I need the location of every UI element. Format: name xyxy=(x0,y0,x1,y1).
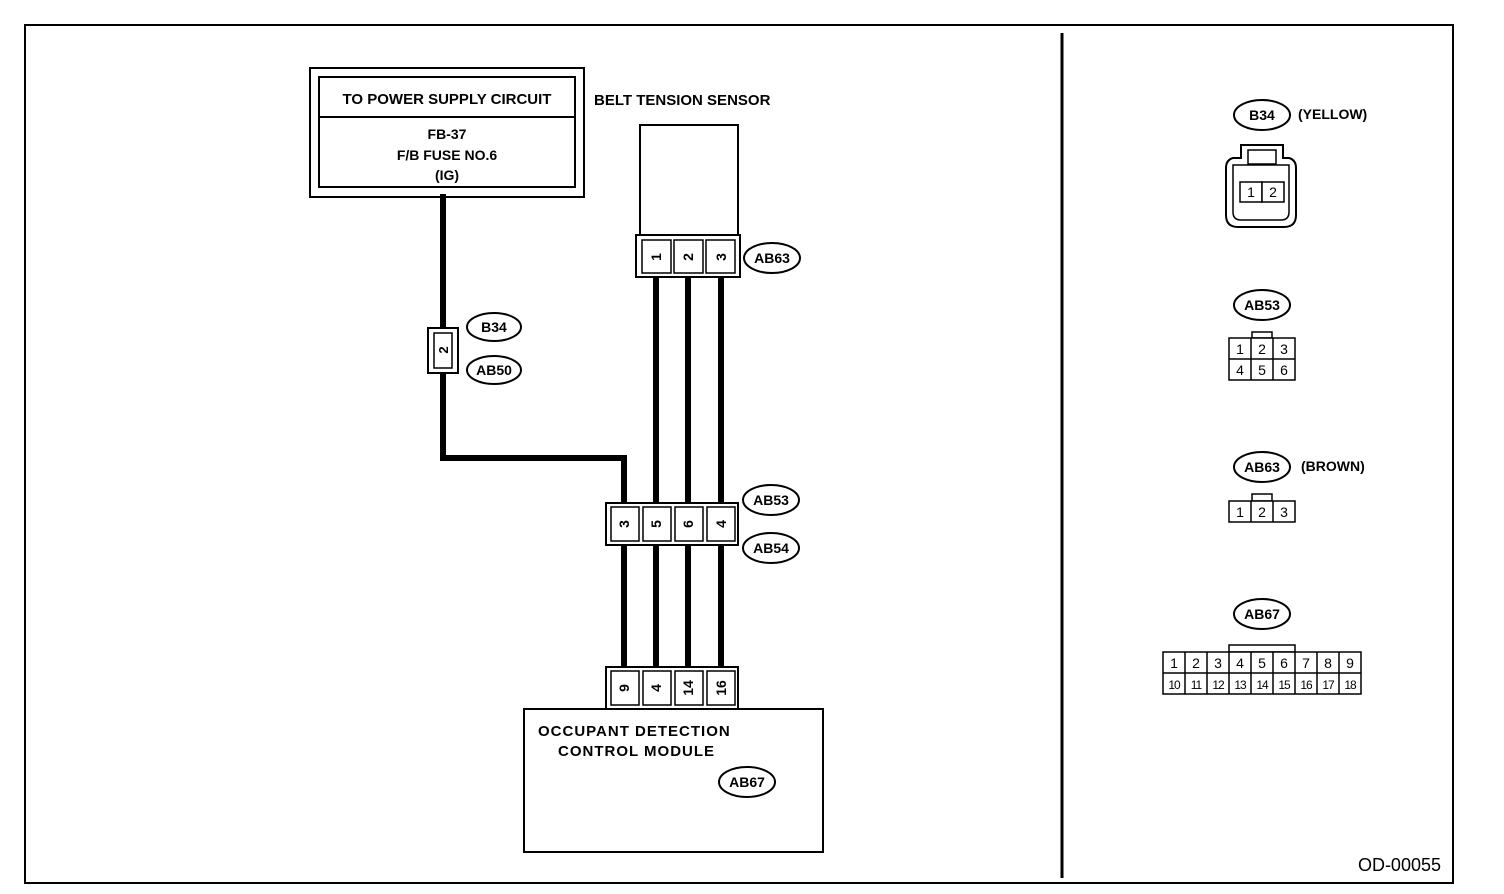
view-b34-name: B34 xyxy=(1249,107,1275,123)
view-ab67-top-row: 1 2 3 4 5 6 7 8 9 xyxy=(1170,655,1354,671)
view-ab67-grid-lines xyxy=(1184,652,1340,694)
wires xyxy=(440,194,724,670)
view-ab53-pin-5: 5 xyxy=(1258,362,1266,378)
view-ab67-pin-15: 15 xyxy=(1278,678,1291,692)
connector-view-ab63: AB63 (BROWN) 1 2 3 xyxy=(1228,451,1365,523)
power-supply-line1: FB-37 xyxy=(428,126,467,142)
view-ab63-pin-3: 3 xyxy=(1280,504,1288,520)
joint-ab50-label: AB50 xyxy=(476,362,512,378)
ab54-label: AB54 xyxy=(753,540,789,556)
connector-view-ab67: AB67 1 2 3 4 5 6 7 8 9 10 11 12 xyxy=(1162,598,1362,695)
ab53-pin-6: 6 xyxy=(680,520,696,528)
view-b34-pin-2: 2 xyxy=(1269,184,1277,200)
sensor-pin-1: 1 xyxy=(648,253,664,261)
ab53-pin-4: 4 xyxy=(713,520,729,528)
module-title-line1: OCCUPANT DETECTION xyxy=(538,723,731,740)
view-ab53-pin-6: 6 xyxy=(1280,362,1288,378)
view-ab53-name: AB53 xyxy=(1244,297,1280,313)
power-supply-line2: F/B FUSE NO.6 xyxy=(397,147,498,163)
view-ab67-pin-11: 11 xyxy=(1191,678,1203,692)
connector-view-ab53: AB53 1 2 3 4 5 6 xyxy=(1228,289,1296,381)
view-ab63-pin-1: 1 xyxy=(1236,504,1244,520)
view-ab67-pin-5: 5 xyxy=(1258,655,1266,671)
power-supply-title: TO POWER SUPPLY CIRCUIT xyxy=(343,91,552,108)
view-ab67-pin-4: 4 xyxy=(1236,655,1244,671)
view-ab63-pin-2: 2 xyxy=(1258,504,1266,520)
wire-b34-to-ab53 xyxy=(440,370,627,506)
view-ab53-pin-4: 4 xyxy=(1236,362,1244,378)
view-ab67-pin-14: 14 xyxy=(1256,678,1269,692)
view-b34-pin-1: 1 xyxy=(1247,184,1255,200)
view-ab67-pin-6: 6 xyxy=(1280,655,1288,671)
ab53-label: AB53 xyxy=(753,492,789,508)
view-ab63-name: AB63 xyxy=(1244,459,1280,475)
sensor-connector-label: AB63 xyxy=(754,250,790,266)
control-module: 9 4 14 16 OCCUPANT DETECTION CONTROL MOD… xyxy=(523,666,824,853)
module-pin-9: 9 xyxy=(616,684,632,692)
joint-b34-label: B34 xyxy=(481,319,507,335)
joint-connector-ab53: 3 5 6 4 AB53 AB54 xyxy=(605,484,800,564)
module-connector-label: AB67 xyxy=(729,774,765,790)
view-b34-color: (YELLOW) xyxy=(1298,106,1367,122)
connector-view-b34: B34 (YELLOW) 1 2 xyxy=(1225,99,1367,228)
view-ab67-pin-17: 17 xyxy=(1322,678,1335,692)
joint-b34-pin: 2 xyxy=(436,346,451,353)
joint-connector-b34: 2 B34 AB50 xyxy=(427,312,522,385)
belt-tension-sensor-title: BELT TENSION SENSOR xyxy=(594,92,771,109)
view-ab67-pin-13: 13 xyxy=(1234,678,1247,692)
view-ab67-pin-7: 7 xyxy=(1302,655,1310,671)
view-ab67-bottom-row: 10 11 12 13 14 15 16 17 18 xyxy=(1168,678,1358,692)
view-ab53-pin-1: 1 xyxy=(1236,341,1244,357)
ab53-pin-5: 5 xyxy=(648,520,664,528)
view-ab67-name: AB67 xyxy=(1244,606,1280,622)
view-ab67-pin-1: 1 xyxy=(1170,655,1178,671)
view-ab67-pin-18: 18 xyxy=(1344,678,1357,692)
power-supply-line3: (IG) xyxy=(435,167,459,183)
view-ab67-pin-12: 12 xyxy=(1212,678,1225,692)
module-pin-4: 4 xyxy=(648,684,664,692)
ab53-pin-3: 3 xyxy=(616,520,632,528)
belt-tension-sensor: BELT TENSION SENSOR 1 2 3 AB63 xyxy=(594,92,801,278)
view-ab67-pin-16: 16 xyxy=(1300,678,1313,692)
sensor-pin-3: 3 xyxy=(713,253,729,261)
sensor-pin-2: 2 xyxy=(680,253,696,261)
module-title-line2: CONTROL MODULE xyxy=(558,743,715,760)
module-pin-14: 14 xyxy=(680,680,696,696)
view-ab67-pin-8: 8 xyxy=(1324,655,1332,671)
diagram-code: OD-00055 xyxy=(1358,855,1441,875)
view-ab53-pin-2: 2 xyxy=(1258,341,1266,357)
view-ab67-pin-10: 10 xyxy=(1168,678,1181,692)
view-ab67-pin-2: 2 xyxy=(1192,655,1200,671)
module-pin-16: 16 xyxy=(713,680,729,696)
power-supply-box: TO POWER SUPPLY CIRCUIT FB-37 F/B FUSE N… xyxy=(309,67,585,198)
view-ab67-pin-3: 3 xyxy=(1214,655,1222,671)
view-ab67-pin-9: 9 xyxy=(1346,655,1354,671)
view-ab53-pin-3: 3 xyxy=(1280,341,1288,357)
diagram-frame xyxy=(24,24,1454,884)
view-ab63-color: (BROWN) xyxy=(1301,458,1365,474)
